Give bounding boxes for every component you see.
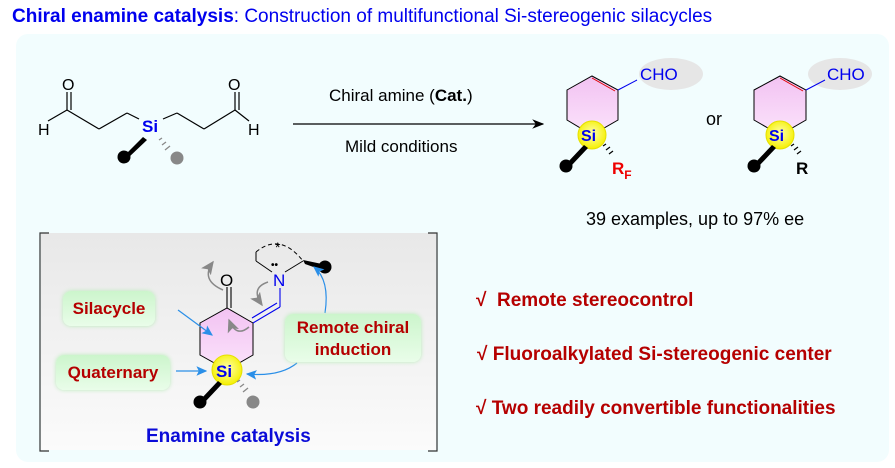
- remote-arrow-si: [245, 362, 298, 380]
- silacycle-arrow: [177, 309, 213, 336]
- substrate-oxygen-left: O: [62, 77, 74, 94]
- product-2-r: R: [796, 159, 808, 178]
- remote-induction-label: Remote chiral induction: [285, 314, 421, 362]
- product-1: [559, 58, 703, 173]
- feature-item: √ Fluoroalkylated Si-stereogenic center: [477, 344, 832, 365]
- mechanism-title: Enamine catalysis: [146, 426, 311, 447]
- wedge-bond: [125, 137, 147, 158]
- si-center: [211, 354, 243, 386]
- cho-highlight: [808, 58, 872, 90]
- product-2-silicon: Si: [769, 128, 784, 145]
- product-1-rf: RF: [612, 159, 632, 182]
- feature-item: √ Remote stereocontrol: [476, 290, 694, 311]
- electron-arrow: [227, 318, 250, 334]
- methyl-dot-black: [117, 150, 131, 164]
- lone-pair: ••: [271, 260, 279, 271]
- reaction-reagent: Chiral amine (Cat.): [329, 86, 473, 105]
- chiral-star: *: [275, 239, 281, 255]
- dashed-ring: [255, 243, 304, 262]
- substrate-hydrogen-left: H: [38, 122, 50, 139]
- hash-bond: [158, 137, 171, 151]
- substrate-silicon: Si: [142, 117, 158, 136]
- product-2-cho: CHO: [827, 65, 865, 84]
- check-icon: √: [476, 290, 487, 311]
- substrate-hydrogen-right: H: [248, 122, 260, 139]
- product-1-silicon: Si: [581, 128, 596, 145]
- or-label: or: [706, 109, 722, 129]
- methyl-dot-grey: [170, 151, 184, 165]
- page-title: Chiral enamine catalysis: Construction o…: [12, 6, 712, 28]
- cho-highlight: [639, 58, 703, 90]
- quaternary-label: Quaternary: [56, 355, 170, 390]
- title-rest: : Construction of multifunctional Si-ste…: [233, 6, 713, 27]
- electron-arrow: [250, 281, 269, 307]
- silacycle-label: Silacycle: [63, 291, 155, 326]
- catalyst-methyl-dot: [318, 260, 332, 274]
- remote-arrow-up: [313, 266, 327, 314]
- mechanism-oxygen: O: [220, 271, 233, 290]
- reaction-condition: Mild conditions: [345, 137, 458, 156]
- check-icon: √: [476, 398, 487, 419]
- product-2: [747, 58, 872, 173]
- mechanism-silicon: Si: [216, 362, 232, 381]
- substrate-molecule: [47, 92, 250, 130]
- title-bold: Chiral enamine catalysis: [12, 6, 234, 27]
- product-1-cho: CHO: [640, 65, 678, 84]
- substrate-oxygen-right: O: [228, 77, 240, 94]
- summary-text: 39 examples, up to 97% ee: [586, 209, 805, 229]
- box-brackets: [39, 232, 438, 452]
- feature-item: √ Two readily convertible functionalitie…: [476, 398, 836, 419]
- check-icon: √: [477, 344, 488, 365]
- mechanism-nitrogen: N: [273, 271, 285, 290]
- electron-arrow: [201, 260, 224, 291]
